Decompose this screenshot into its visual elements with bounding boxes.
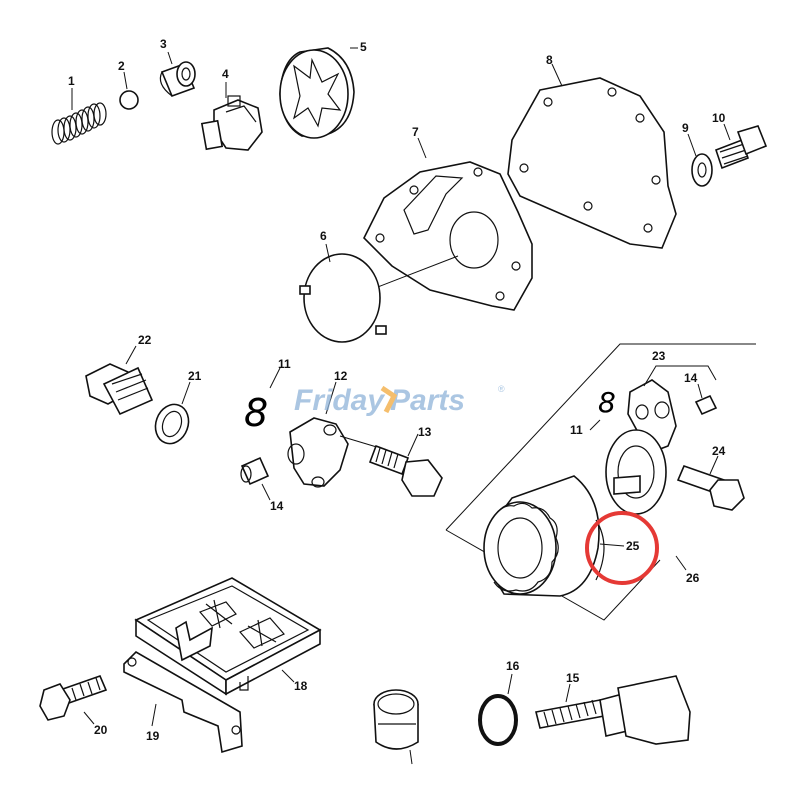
part-2-ball[interactable]	[119, 90, 139, 110]
label-20: 20	[94, 723, 108, 737]
watermark-text-friday: Friday	[294, 384, 385, 417]
part-14-grommet-left[interactable]	[240, 456, 270, 486]
label-21: 21	[188, 369, 202, 383]
label-6: 6	[320, 229, 327, 243]
part-20-bolt[interactable]	[39, 674, 108, 721]
part-18-oil-strainer[interactable]	[134, 577, 322, 696]
part-4-relief-valve-body[interactable]	[200, 95, 263, 151]
part-21-washer[interactable]	[150, 400, 194, 449]
watermark-reg-mark: ®	[498, 384, 505, 394]
part-12-pipe-holder[interactable]	[287, 417, 349, 488]
label-18: 18	[294, 679, 308, 693]
part-10-bolt[interactable]	[714, 125, 768, 170]
label-26: 26	[686, 571, 700, 585]
label-1: 1	[68, 74, 75, 88]
part-24-bolt[interactable]	[676, 464, 745, 511]
label-5: 5	[360, 40, 367, 54]
label-25: 25	[626, 539, 640, 553]
label-22: 22	[138, 333, 152, 347]
label-15: 15	[566, 671, 580, 685]
part-6-pump-plate[interactable]	[299, 253, 387, 343]
label-11-left: 11	[278, 357, 291, 371]
part-15-dipstick[interactable]	[535, 675, 691, 745]
label-3: 3	[160, 37, 167, 51]
part-3-valve-cap[interactable]	[159, 61, 196, 98]
label-12: 12	[334, 369, 348, 383]
part-13-bolt[interactable]	[368, 444, 443, 497]
label-2: 2	[118, 59, 125, 73]
label-14-right: 14	[684, 371, 698, 385]
part-11-o-ring-left[interactable]: 8	[244, 391, 268, 435]
part-16-o-ring[interactable]	[478, 694, 518, 746]
label-14-left: 14	[270, 499, 284, 513]
part-11-o-ring-right[interactable]: 8	[598, 386, 616, 419]
part-19-strainer-bracket[interactable]	[123, 651, 243, 754]
part-14-grommet-right[interactable]	[694, 394, 718, 416]
part-5-oil-pump-rotor[interactable]	[279, 47, 355, 139]
label-11-right: 11	[570, 423, 583, 437]
part-7-gasket[interactable]	[363, 161, 533, 311]
label-24: 24	[712, 444, 726, 458]
label-23: 23	[652, 349, 666, 363]
label-16: 16	[506, 659, 520, 673]
part-9-washer[interactable]	[691, 153, 713, 187]
filter-mount-plate[interactable]	[605, 429, 667, 515]
highlight-circle-part-25	[585, 511, 659, 585]
part-26-oil-filter[interactable]	[483, 475, 600, 597]
part-17-cap[interactable]	[373, 689, 419, 750]
part-8-cover-plate[interactable]	[507, 77, 677, 249]
label-9: 9	[682, 121, 689, 135]
part-1-spring[interactable]	[51, 102, 107, 145]
part-22-drain-plug[interactable]	[85, 363, 154, 416]
label-4: 4	[222, 67, 229, 81]
label-7: 7	[412, 125, 419, 139]
label-8: 8	[546, 53, 553, 67]
label-19: 19	[146, 729, 160, 743]
label-13: 13	[418, 425, 432, 439]
watermark-text-parts: Parts	[390, 384, 465, 417]
label-10: 10	[712, 111, 726, 125]
